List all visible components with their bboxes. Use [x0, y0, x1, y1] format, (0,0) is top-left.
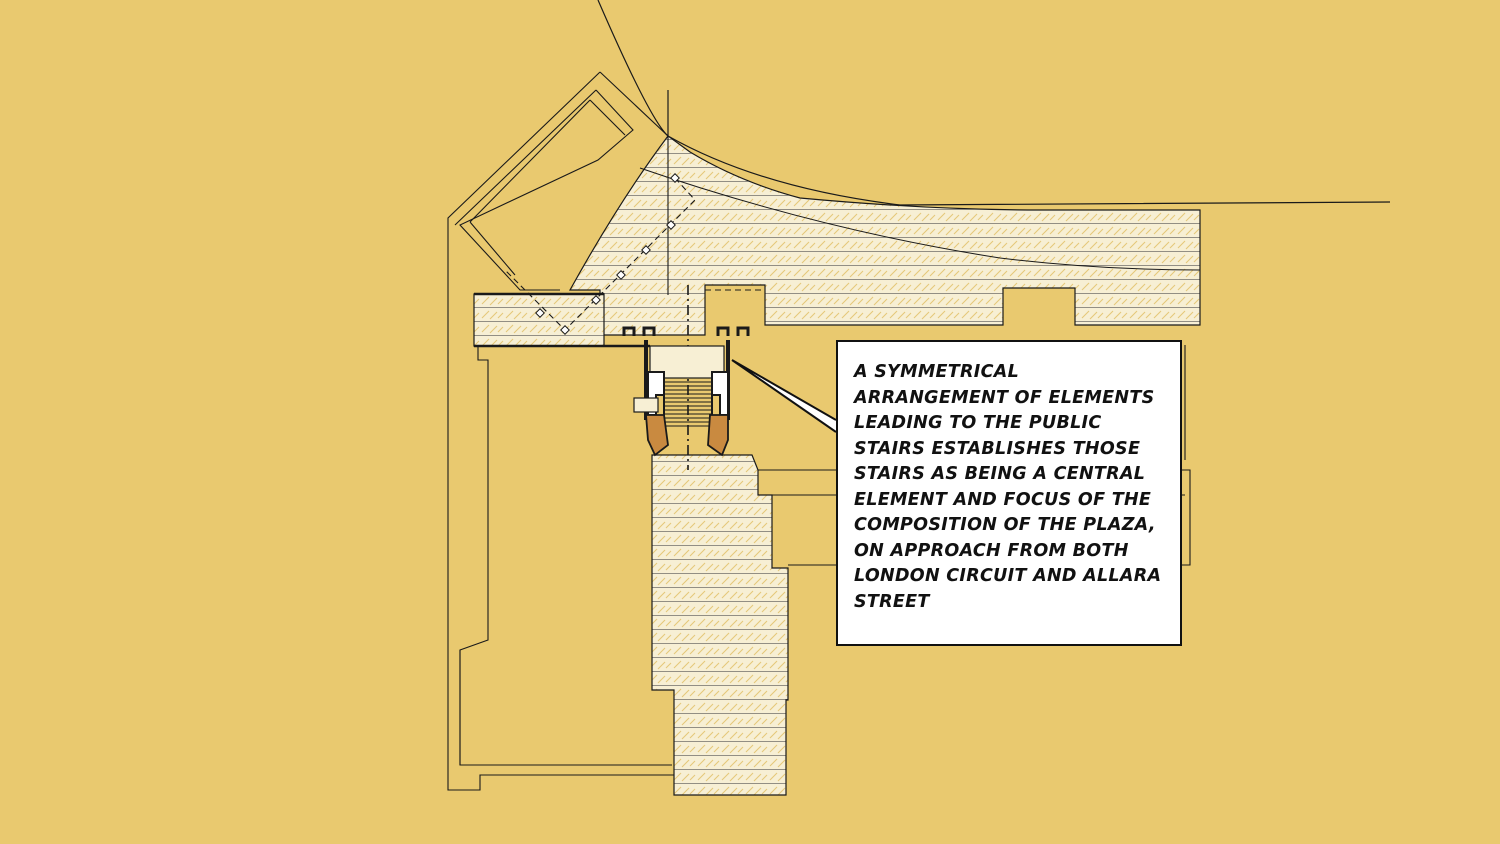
west-building-outline — [459, 346, 489, 765]
annotation-text: A SYMMETRICAL ARRANGEMENT OF ELEMENTS LE… — [854, 362, 1162, 612]
left-splay-wall — [645, 414, 669, 457]
north-curve-line — [597, 0, 1391, 206]
marker-3 — [641, 245, 651, 255]
marker-1 — [670, 173, 680, 183]
annotation-callout: A SYMMETRICAL ARRANGEMENT OF ELEMENTS LE… — [836, 340, 1182, 646]
balustrade-bays — [622, 326, 750, 336]
street-lines — [597, 0, 1391, 271]
west-arm-paving — [473, 293, 605, 347]
callout-leader-line — [731, 359, 837, 433]
west-arm-edge — [474, 292, 650, 348]
diagonal-markers — [535, 173, 680, 335]
marker-6 — [535, 308, 545, 318]
north-plaza-paving — [568, 90, 1201, 336]
west-ramp-block — [633, 397, 659, 413]
right-splay-wall — [707, 414, 729, 457]
inner-arc-line — [639, 167, 1201, 271]
right-pier — [711, 371, 729, 416]
public-stairs-group — [474, 292, 750, 457]
diagonal-dashed-line — [504, 177, 696, 331]
construction-lines — [504, 177, 765, 470]
southern-mall-paving — [651, 454, 789, 796]
marker-2 — [666, 220, 676, 230]
pavilion-outline — [454, 89, 634, 291]
marker-7 — [560, 325, 570, 335]
stair-treads — [664, 377, 712, 427]
pavilion-outline-inner — [469, 99, 626, 276]
plaza-paving — [473, 90, 1201, 796]
marker-4 — [616, 270, 626, 280]
marker-5 — [591, 295, 601, 305]
